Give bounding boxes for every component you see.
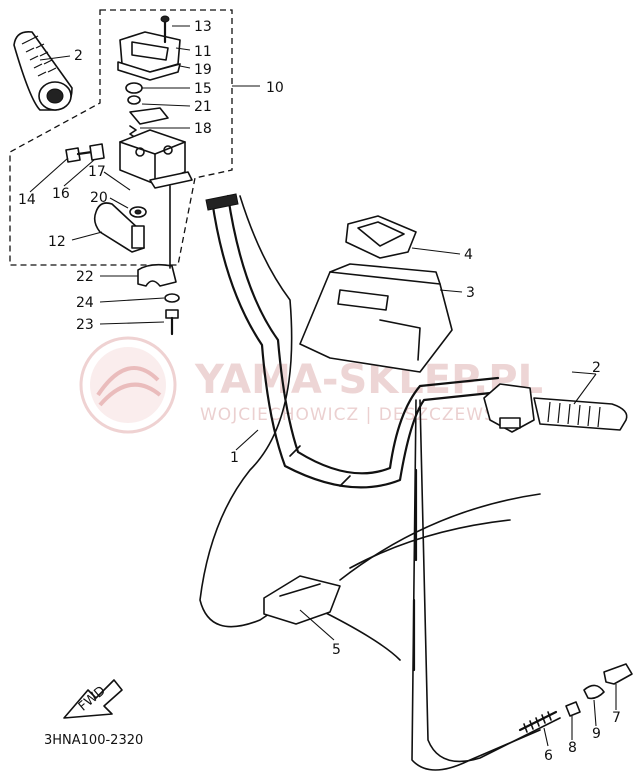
- watermark-subtitle: WOJCIECHOWICZ | DESZCZEWSKI: [200, 405, 514, 425]
- handlebar-pad-3: [299, 263, 453, 373]
- switch-body: [119, 129, 193, 189]
- lever-12: [93, 202, 145, 253]
- callout-4: 4: [464, 247, 473, 263]
- callout-12: 12: [48, 234, 66, 250]
- callout-15: 15: [194, 81, 212, 97]
- callout-16: 16: [52, 186, 70, 202]
- callout-6: 6: [544, 748, 553, 764]
- washer-15-21: [125, 82, 169, 125]
- screw-13: [160, 15, 170, 44]
- part-9: [583, 684, 605, 700]
- cable-adjuster-6: [518, 710, 558, 733]
- callout-7: 7: [612, 710, 621, 726]
- callout-23: 23: [76, 317, 94, 333]
- watermark: YAMA-SKLEP.PL WOJCIECHOWICZ | DESZCZEWSK…: [79, 336, 543, 434]
- switch-assembly-outline: [9, 9, 233, 266]
- callout-22: 22: [76, 269, 94, 285]
- clamp-22: [137, 185, 177, 287]
- leader-lines: [29, 25, 617, 747]
- callout-14: 14: [18, 192, 36, 208]
- diagram-code: 3HNA100-2320: [44, 733, 143, 748]
- callout-24: 24: [76, 295, 94, 311]
- callout-17: 17: [88, 164, 106, 180]
- forward-arrow: FWD: [63, 679, 123, 719]
- nut-8: [565, 701, 581, 717]
- callout-10: 10: [266, 80, 284, 96]
- washer-24: [164, 293, 180, 303]
- callout-11: 11: [194, 44, 212, 60]
- callout-2-right-grip: 2: [592, 360, 601, 376]
- left-grip: [13, 30, 73, 111]
- part-7: [603, 663, 633, 685]
- callout-2-left-grip: 2: [74, 48, 83, 64]
- washer-20: [129, 206, 147, 218]
- callout-13: 13: [194, 19, 212, 35]
- callout-3: 3: [466, 285, 475, 301]
- bolt-14-nut-16: [65, 143, 105, 163]
- callout-9: 9: [592, 726, 601, 742]
- callout-19: 19: [194, 62, 212, 78]
- callout-1: 1: [230, 450, 239, 466]
- callout-5: 5: [332, 642, 341, 658]
- throttle-housing: [483, 383, 535, 433]
- switch-cover: [117, 31, 181, 81]
- right-grip: [533, 397, 628, 431]
- callout-18: 18: [194, 121, 212, 137]
- callouts: 13 11 19 2 10 15 21 18 14 16 17 20 12 4 …: [18, 19, 621, 764]
- callout-20: 20: [90, 190, 108, 206]
- cables: [199, 195, 561, 771]
- callout-8: 8: [568, 740, 577, 756]
- handlebar: [205, 193, 502, 489]
- bolt-23: [165, 309, 179, 336]
- cable-junction-5: [263, 575, 341, 625]
- handlebar-cover-4: [345, 215, 417, 259]
- callout-21: 21: [194, 99, 212, 115]
